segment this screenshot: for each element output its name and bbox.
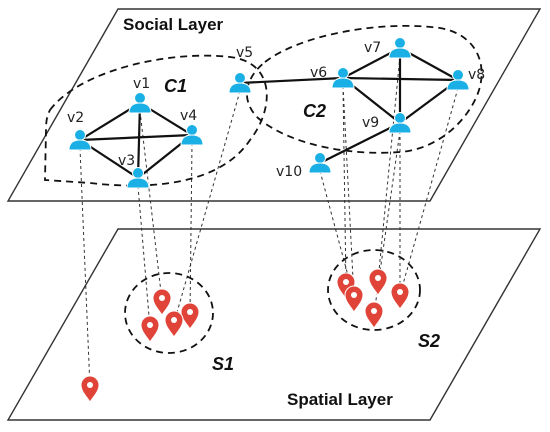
person-head-v1 [134, 92, 146, 104]
user-label-v8: v8 [468, 67, 485, 83]
map-pin-icon [344, 285, 364, 313]
person-head-v5 [234, 72, 246, 84]
pin-hole-L9 [375, 275, 381, 281]
map-pin-icon [164, 310, 184, 338]
person-icon [331, 67, 355, 89]
pin-shape-L5 [164, 310, 184, 338]
pin-shape-L11 [364, 301, 384, 329]
social-edge-v2-v4 [79, 133, 193, 142]
person-head-v10 [314, 152, 326, 164]
person-head-v9 [394, 112, 406, 124]
pin-hole-L6 [87, 382, 93, 388]
user-label-v1: v1 [133, 76, 150, 92]
check-in-line-v9-L11 [373, 130, 401, 315]
check-in-line-v6-L8 [342, 85, 355, 299]
spatial-layer-plane [6, 228, 542, 421]
user-label-v4: v4 [180, 108, 197, 124]
pin-hole-L10 [397, 289, 403, 295]
person-icon [446, 69, 470, 91]
pin-hole-L4 [187, 309, 193, 315]
person-icon [68, 129, 92, 151]
user-label-v7: v7 [364, 40, 381, 56]
cluster-boundaries [44, 25, 483, 354]
pin-shape-L10 [390, 282, 410, 310]
pin-shape-L9 [368, 268, 388, 296]
community-c1-label: C1 [164, 76, 187, 96]
map-pin-icon [80, 375, 100, 403]
person-body-v5 [228, 82, 252, 94]
user-label-v9: v9 [362, 115, 379, 131]
check-in-line-v7-L9 [377, 55, 401, 282]
check-in-line-v1-L2 [139, 110, 163, 302]
person-body-v2 [68, 139, 92, 151]
map-pin-icon [152, 288, 172, 316]
person-icon [180, 124, 204, 146]
pin-hole-L8 [351, 292, 357, 298]
social-edge-v9-v10 [319, 122, 401, 164]
user-label-v5: v5 [236, 45, 253, 61]
community-c2-boundary [246, 25, 483, 154]
pin-shape-L3 [140, 315, 160, 343]
person-icon [228, 72, 252, 94]
person-icon [388, 112, 412, 134]
spatial-layer-title: Spatial Layer [287, 390, 393, 409]
person-body-v8 [446, 79, 470, 91]
person-body-v4 [180, 134, 204, 146]
pin-hole-L11 [371, 308, 377, 314]
person-body-v3 [126, 177, 150, 189]
community-c2-label: C2 [303, 101, 326, 121]
person-body-v10 [308, 162, 332, 174]
user-nodes: v1 v2 v3 v4 v5 v6 v7 v8 v9 v10 [67, 37, 485, 189]
user-label-v6: v6 [310, 65, 327, 81]
map-pin-icon [140, 315, 160, 343]
person-icon [126, 167, 150, 189]
spatial-cluster-s1-boundary [124, 272, 214, 354]
user-label-v2: v2 [67, 110, 84, 126]
person-body-v1 [128, 102, 152, 114]
map-pin-icon [390, 282, 410, 310]
user-label-v3: v3 [118, 153, 135, 169]
community-c1-boundary [44, 54, 268, 187]
person-icon [308, 152, 332, 174]
social-layer-plane [6, 8, 542, 202]
spatial-cluster-s2-boundary [327, 249, 421, 331]
pin-hole-L3 [147, 322, 153, 328]
pin-shape-L6 [80, 375, 100, 403]
person-body-v9 [388, 122, 412, 134]
check-in-line-v5-L5 [173, 90, 241, 324]
spatial-cluster-s2-label: S2 [418, 331, 440, 351]
person-head-v4 [186, 124, 198, 136]
person-head-v8 [452, 69, 464, 81]
social-edge-v1-v3 [136, 102, 142, 179]
person-head-v2 [74, 129, 86, 141]
person-body-v7 [388, 47, 412, 59]
pin-hole-L7 [343, 279, 349, 285]
social-layer-title: Social Layer [123, 15, 224, 34]
pin-shape-L8 [344, 285, 364, 313]
map-pin-icon [368, 268, 388, 296]
person-icon [388, 37, 412, 59]
person-icon [128, 92, 152, 114]
person-head-v6 [337, 67, 349, 79]
check-in-line-v4-L4 [189, 142, 193, 316]
map-pin-icon [364, 301, 384, 329]
pin-shape-L2 [152, 288, 172, 316]
person-head-v7 [394, 37, 406, 49]
spatial-cluster-s1-label: S1 [212, 354, 234, 374]
pin-hole-L5 [171, 317, 177, 323]
social-edge-v5-v6 [239, 76, 344, 85]
person-head-v3 [132, 167, 144, 179]
check-in-line-v2-L6 [79, 147, 91, 389]
person-body-v6 [331, 77, 355, 89]
pin-hole-L2 [159, 295, 165, 301]
user-label-v10: v10 [276, 164, 302, 180]
location-pins [80, 268, 410, 403]
